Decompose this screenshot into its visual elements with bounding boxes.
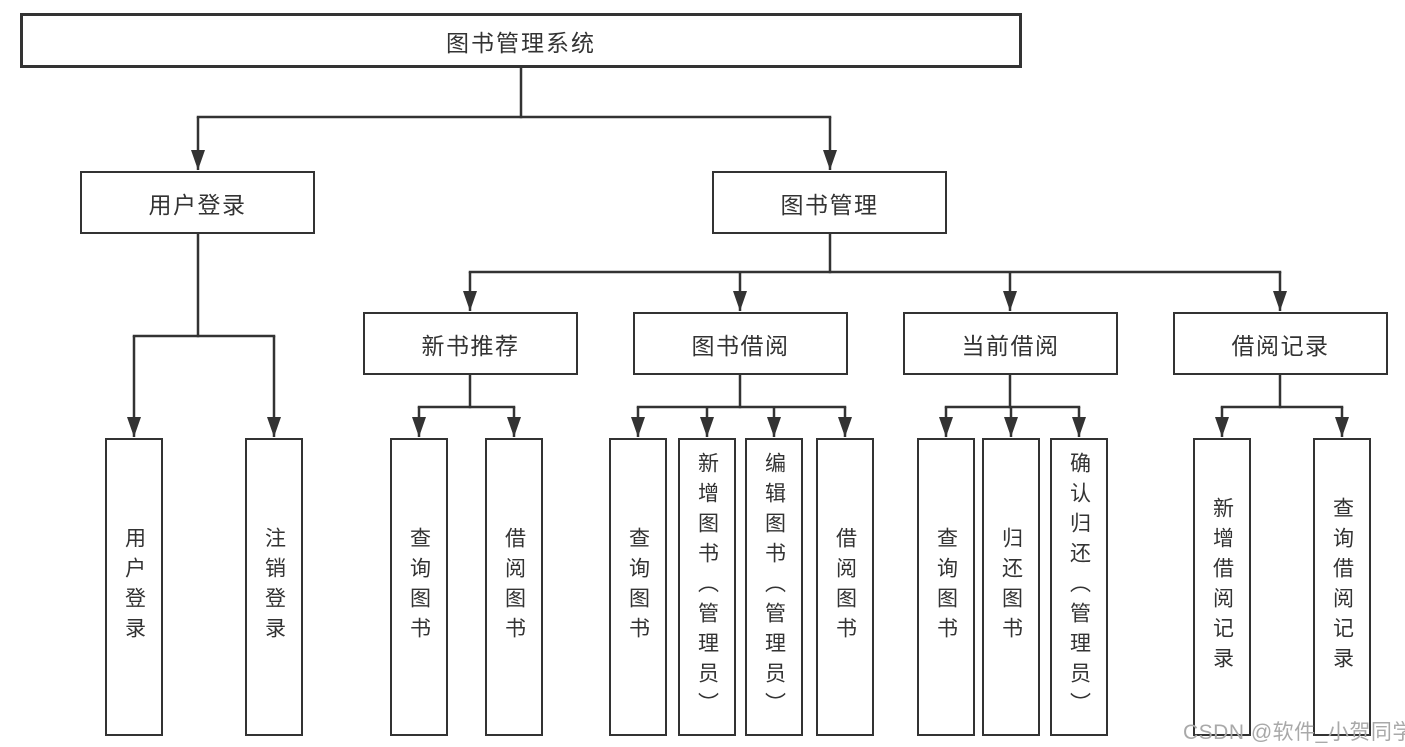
node-leaf-return-book: 归还图书 bbox=[982, 438, 1040, 736]
node-leaf-query-borrow-record: 查询借阅记录 bbox=[1313, 438, 1371, 736]
node-current-borrow: 当前借阅 bbox=[903, 312, 1118, 375]
node-leaf-borrow-book-1: 借阅图书 bbox=[485, 438, 543, 736]
node-leaf-add-book-admin: 新增图书（管理员） bbox=[678, 438, 736, 736]
node-leaf-logout: 注销登录 bbox=[245, 438, 303, 736]
node-leaf-borrow-book-2: 借阅图书 bbox=[816, 438, 874, 736]
node-leaf-query-book-2: 查询图书 bbox=[609, 438, 667, 736]
node-book-borrow: 图书借阅 bbox=[633, 312, 848, 375]
node-leaf-query-book-1: 查询图书 bbox=[390, 438, 448, 736]
node-root-system: 图书管理系统 bbox=[20, 13, 1022, 68]
node-leaf-confirm-return-admin: 确认归还（管理员） bbox=[1050, 438, 1108, 736]
node-user-login-module: 用户登录 bbox=[80, 171, 315, 234]
node-book-management-module: 图书管理 bbox=[712, 171, 947, 234]
node-leaf-add-borrow-record: 新增借阅记录 bbox=[1193, 438, 1251, 736]
node-leaf-query-book-3: 查询图书 bbox=[917, 438, 975, 736]
csdn-watermark: CSDN @软件_小贺同学 bbox=[1183, 721, 1405, 744]
node-leaf-user-login: 用户登录 bbox=[105, 438, 163, 736]
node-leaf-edit-book-admin: 编辑图书（管理员） bbox=[745, 438, 803, 736]
node-borrow-record: 借阅记录 bbox=[1173, 312, 1388, 375]
node-new-book-recommend: 新书推荐 bbox=[363, 312, 578, 375]
